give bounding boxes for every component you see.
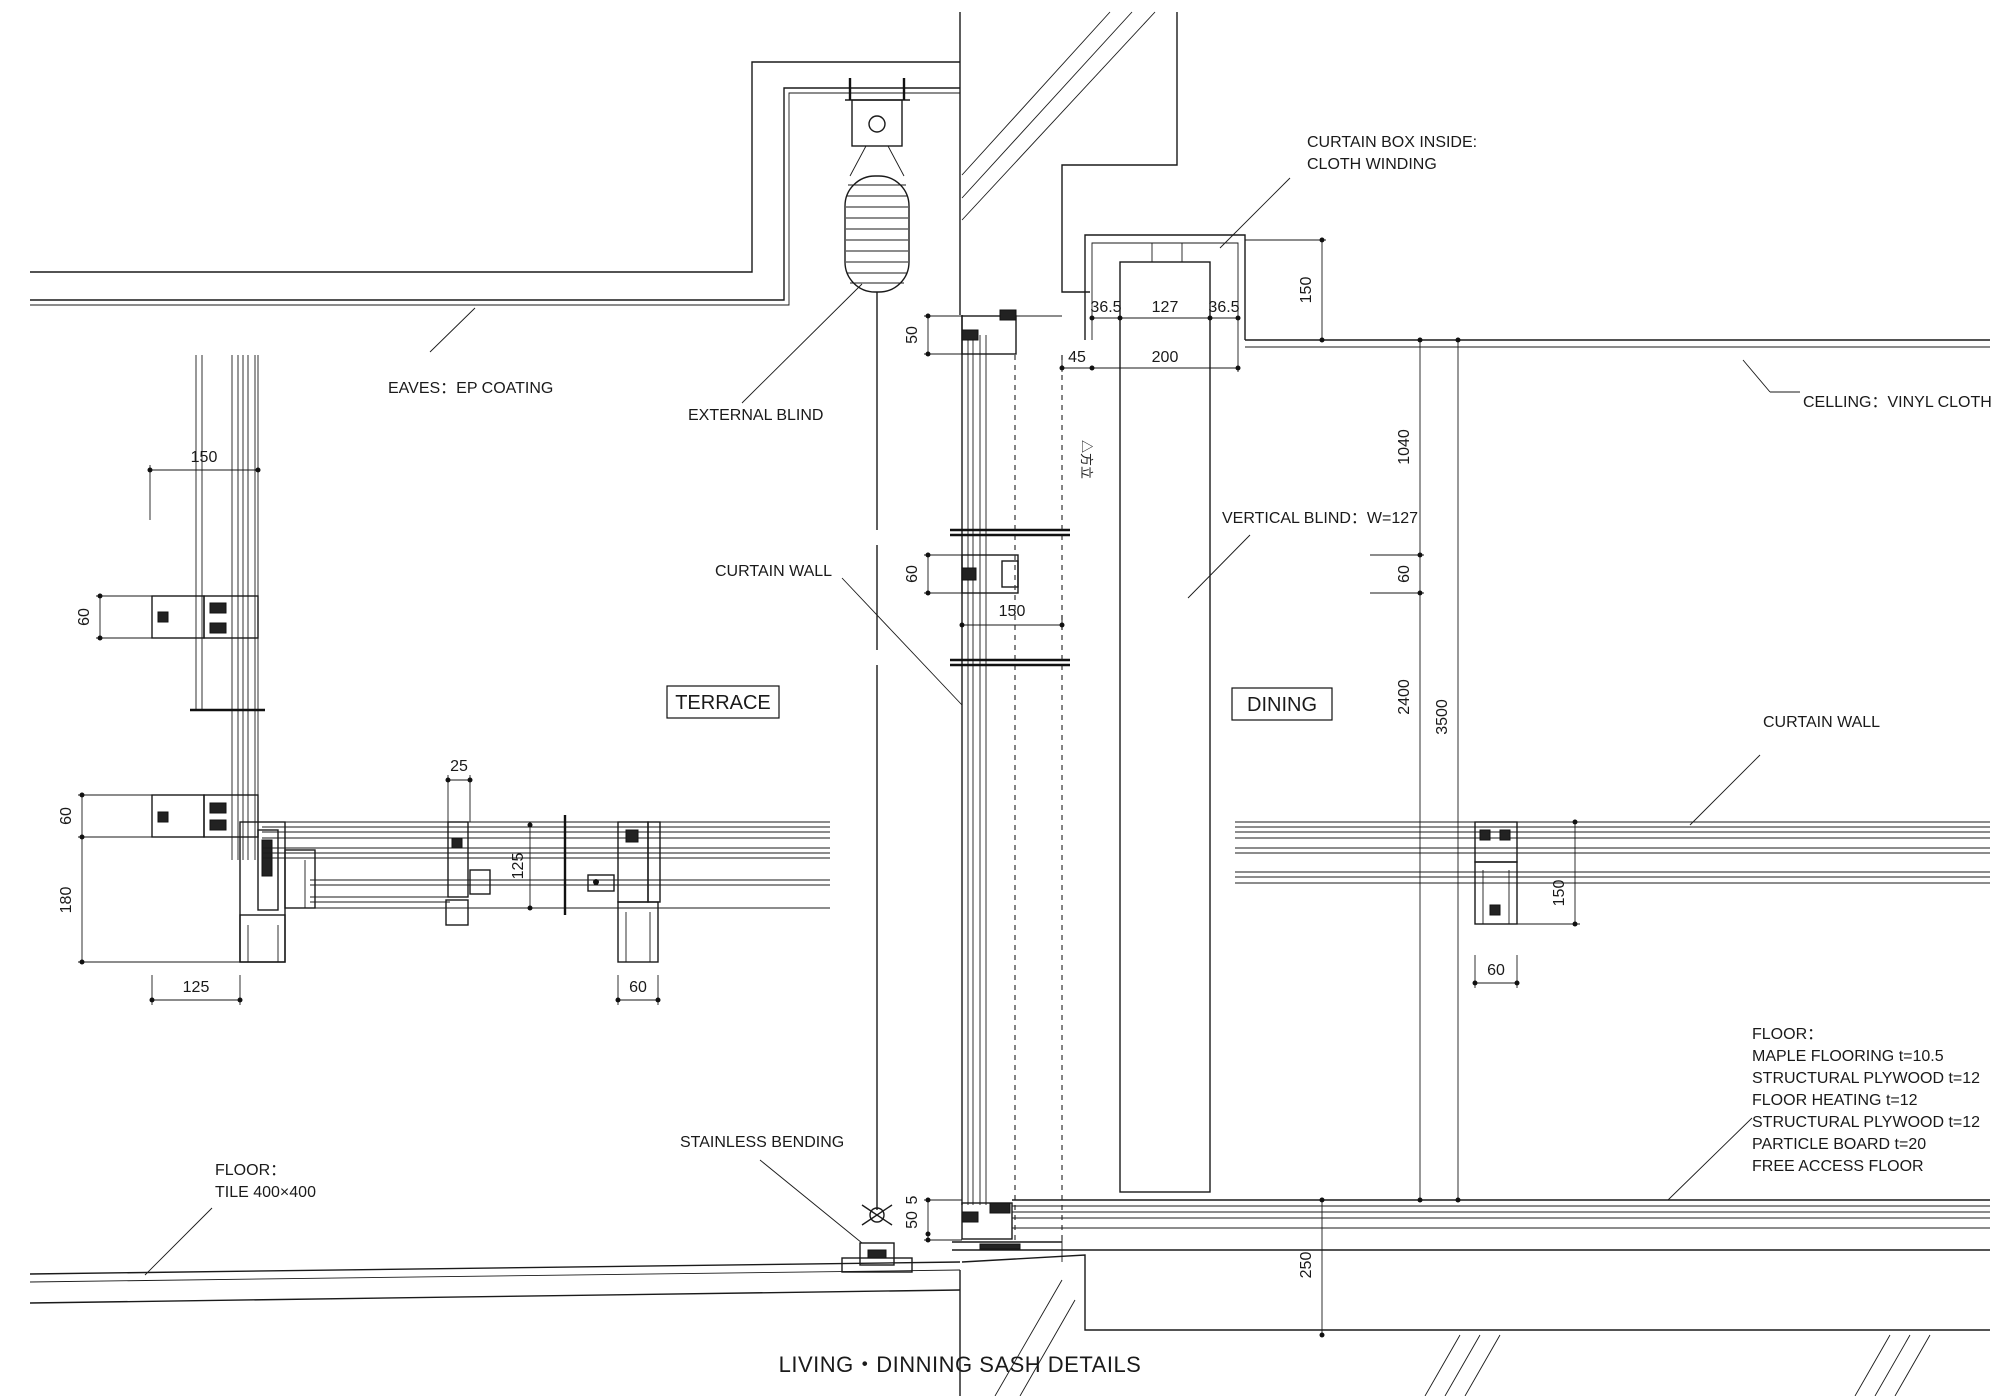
dim-25: 25 <box>450 758 468 775</box>
label-curtain-wall-center: CURTAIN WALL <box>715 563 832 580</box>
eaves-outline <box>30 61 961 306</box>
external-blind <box>841 78 913 1273</box>
dimension-lines <box>78 237 1580 1338</box>
dim-250: 250 <box>1298 1252 1315 1279</box>
dim-45: 45 <box>1068 349 1086 366</box>
room-dining: DINING <box>1247 694 1317 716</box>
dim-60-mid: 60 <box>904 565 921 583</box>
dim-60-right: 60 <box>1396 565 1413 583</box>
dim-60-left-lower: 60 <box>58 807 75 825</box>
dim-60-left-bottom: 60 <box>629 979 647 996</box>
dim-36-5-a: 36.5 <box>1090 299 1121 316</box>
label-floor-right-2: STRUCTURAL PLYWOOD t=12 <box>1752 1070 1980 1087</box>
label-floor-right-4: STRUCTURAL PLYWOOD t=12 <box>1752 1114 1980 1131</box>
dim-150-top-left: 150 <box>191 449 218 466</box>
label-curtain-wall-right: CURTAIN WALL <box>1763 714 1880 731</box>
label-floor-left-line1: FLOOR： <box>215 1162 286 1179</box>
dim-125-left: 125 <box>183 979 210 996</box>
dim-3500: 3500 <box>1434 699 1451 735</box>
dim-5-sill: 5 <box>904 1195 921 1204</box>
curtain-box <box>1084 234 1246 1193</box>
label-vertical-blind: VERTICAL BLIND：W=127 <box>1222 510 1418 527</box>
dim-60-left-upper: 60 <box>76 608 93 626</box>
dining-floor <box>959 1199 1990 1396</box>
dim-180-left: 180 <box>58 887 75 914</box>
label-curtain-box-line1: CURTAIN BOX INSIDE: <box>1307 134 1477 151</box>
label-floor-right-1: MAPLE FLOORING t=10.5 <box>1752 1048 1944 1065</box>
label-ceiling: CELLING：VINYL CLOTH <box>1803 394 1992 411</box>
drawing-title: LIVING・DINNING SASH DETAILS <box>779 1352 1142 1377</box>
dim-150-box: 150 <box>1298 277 1315 304</box>
label-stainless-bending: STAINLESS BENDING <box>680 1134 844 1151</box>
label-floor-right-5: PARTICLE BOARD t=20 <box>1752 1136 1926 1153</box>
terrace-floor <box>29 1261 961 1304</box>
center-curtain-wall <box>950 309 1070 1262</box>
ceiling <box>1245 339 1990 348</box>
dim-127: 127 <box>1152 299 1179 316</box>
left-plan-detail <box>151 355 830 963</box>
right-plan-detail <box>1235 821 1990 925</box>
dim-125-vertical: 125 <box>510 853 527 880</box>
terrace-label-box <box>666 685 780 719</box>
dining-label-box <box>1231 687 1333 721</box>
label-floor-right-6: FREE ACCESS FLOOR <box>1752 1158 1924 1175</box>
dim-150-right: 150 <box>1551 880 1568 907</box>
dim-150-mid: 150 <box>999 603 1026 620</box>
leader-lines <box>144 177 1800 1276</box>
label-curtain-box-line2: CLOTH WINDING <box>1307 156 1437 173</box>
label-floor-right-3: FLOOR HEATING t=12 <box>1752 1092 1918 1109</box>
dim-60-right-bottom: 60 <box>1487 962 1505 979</box>
label-eaves: EAVES：EP COATING <box>388 380 553 397</box>
dim-200: 200 <box>1152 349 1179 366</box>
label-floor-left-line2: TILE 400×400 <box>215 1184 316 1201</box>
label-floor-right-0: FLOOR： <box>1752 1026 1823 1043</box>
label-external-blind: EXTERNAL BLIND <box>688 407 823 424</box>
dim-50-head: 50 <box>904 326 921 344</box>
upper-structure <box>959 11 1178 315</box>
dim-36-5-b: 36.5 <box>1208 299 1239 316</box>
room-terrace: TERRACE <box>675 692 771 714</box>
label-vertical-note: △方立 <box>1079 440 1094 479</box>
dim-2400: 2400 <box>1396 679 1413 715</box>
dim-1040: 1040 <box>1396 429 1413 465</box>
dim-50-sill: 50 <box>904 1211 921 1229</box>
